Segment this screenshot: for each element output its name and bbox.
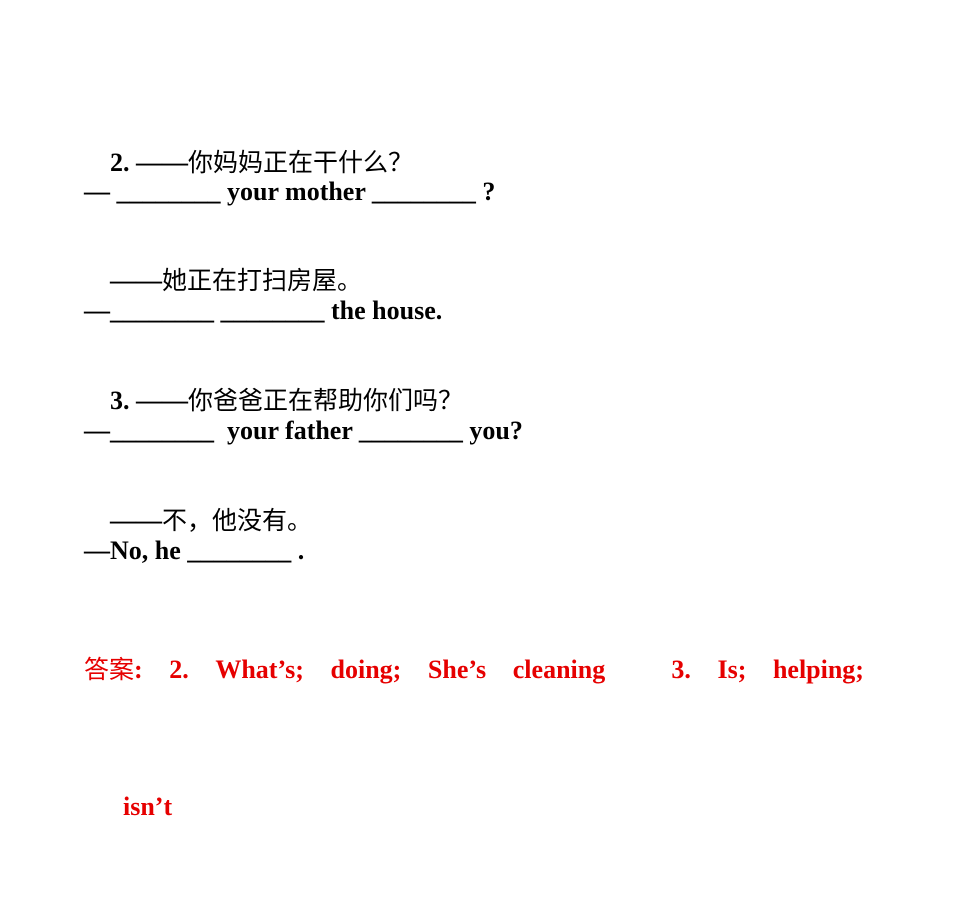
- q3-reply: ——不，他没有。: [84, 476, 312, 566]
- q2-prompt-chinese: 你妈妈正在干什么？: [188, 148, 414, 177]
- answer-item: She’s: [427, 655, 487, 684]
- answer-item: cleaning: [512, 655, 606, 684]
- q2-blank-line-1: — ________ your mother ________ ?: [84, 177, 496, 206]
- answer-row-2: isn’t: [84, 762, 864, 852]
- answer-item: helping;: [772, 655, 864, 684]
- answer-item: Is;: [717, 655, 747, 684]
- q2-reply-chinese: 她正在打扫房屋。: [162, 266, 363, 295]
- q3-prompt: 3. ——你爸爸正在帮助你们吗？: [84, 356, 463, 446]
- answer-label-chinese: 答案: [84, 655, 135, 684]
- answer-colon: :: [134, 655, 143, 684]
- q2-number: 2. ——: [110, 148, 188, 177]
- answer-item: 3.: [671, 655, 691, 684]
- q3-reply-chinese: 不，他没有。: [162, 506, 313, 535]
- q3-blank-line-1: —________ your father ________ you?: [84, 416, 523, 445]
- answer-block: 答案: 2. What’s; doing; She’s cleaning 3. …: [84, 595, 864, 912]
- q2-prompt: 2. ——你妈妈正在干什么？: [84, 118, 413, 208]
- q2-reply-dash: ——: [110, 266, 162, 295]
- q3-blank-line-2: —No, he ________ .: [84, 536, 305, 565]
- answer-gap: [632, 655, 645, 685]
- q3-number: 3. ——: [110, 386, 188, 415]
- answer-item: doing;: [330, 655, 402, 684]
- answer-item-last: isn’t: [123, 792, 173, 821]
- slide: 2. ——你妈妈正在干什么？ — ________ your mother __…: [84, 118, 864, 821]
- answer-label: 答案:: [84, 655, 143, 685]
- answer-item: What’s;: [215, 655, 304, 684]
- answer-item: 2.: [169, 655, 189, 684]
- q3-prompt-chinese: 你爸爸正在帮助你们吗？: [188, 386, 464, 415]
- q2-reply: ——她正在打扫房屋。: [84, 236, 362, 326]
- q3-reply-dash: ——: [110, 506, 162, 535]
- answer-row-1: 答案: 2. What’s; doing; She’s cleaning 3. …: [84, 655, 864, 685]
- q2-blank-line-2: —________ ________ the house.: [84, 296, 443, 325]
